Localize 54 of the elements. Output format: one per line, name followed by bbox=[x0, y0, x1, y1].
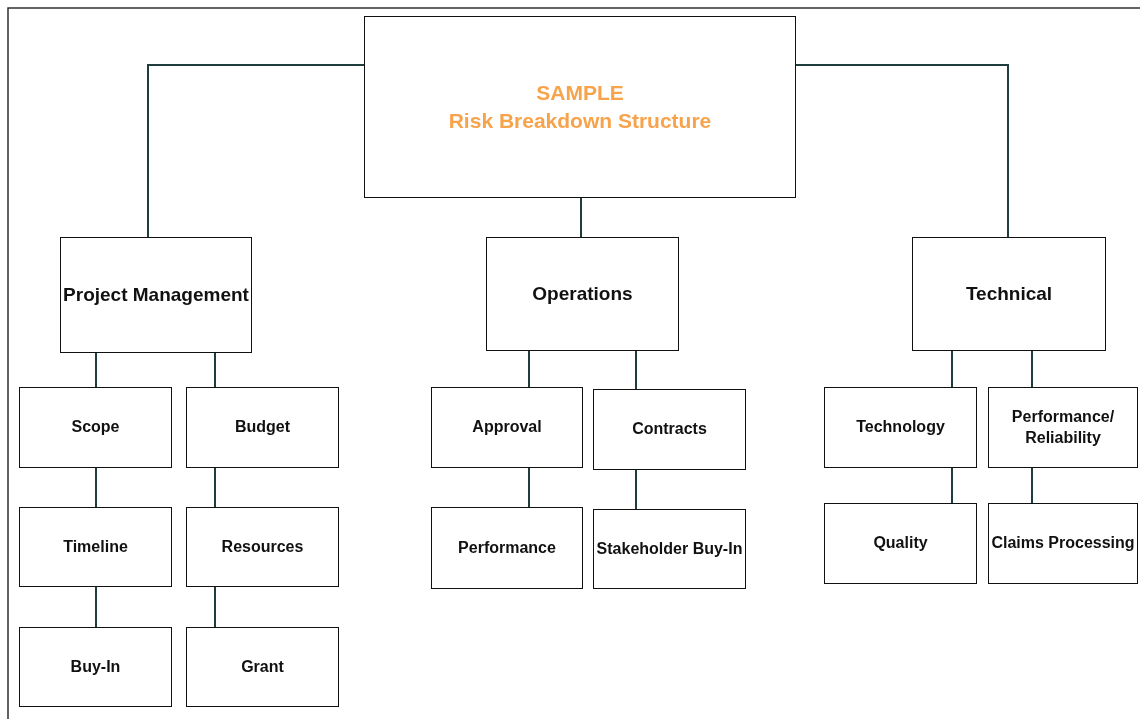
category-label: Quality bbox=[873, 533, 928, 554]
category-box bbox=[593, 389, 746, 470]
category-label: Claims Processing bbox=[991, 533, 1135, 554]
category-box bbox=[186, 387, 339, 468]
connector-line bbox=[635, 469, 637, 510]
category-label: Performance bbox=[458, 537, 556, 558]
title-text: SAMPLE bbox=[536, 79, 624, 106]
connector-line bbox=[214, 467, 216, 508]
category-box bbox=[19, 507, 172, 587]
connector-line bbox=[214, 352, 216, 388]
category-box bbox=[19, 627, 172, 707]
connector-line bbox=[951, 350, 953, 388]
category-box bbox=[824, 387, 977, 468]
connector-line bbox=[528, 350, 530, 388]
category-label: Performance/ Reliability bbox=[1010, 406, 1116, 448]
connector-line bbox=[147, 64, 365, 238]
category-box bbox=[431, 387, 583, 468]
title-box bbox=[364, 16, 796, 198]
category-label: Contracts bbox=[632, 419, 707, 440]
category-box bbox=[912, 237, 1106, 351]
category-box bbox=[988, 503, 1138, 584]
connector-line bbox=[214, 586, 216, 628]
connector-line bbox=[95, 352, 97, 388]
category-box bbox=[988, 387, 1138, 468]
category-label: Approval bbox=[472, 417, 542, 438]
category-label: Resources bbox=[221, 536, 304, 557]
category-box bbox=[593, 509, 746, 589]
category-box bbox=[186, 627, 339, 707]
connector-line bbox=[95, 467, 97, 508]
connector-line bbox=[580, 197, 582, 238]
category-label: Scope bbox=[71, 417, 120, 438]
category-label: Project Management bbox=[63, 282, 249, 307]
category-label: Timeline bbox=[63, 536, 128, 557]
connector-line bbox=[528, 467, 530, 508]
category-label: Budget bbox=[234, 417, 291, 438]
connector-line bbox=[795, 64, 1009, 238]
category-box bbox=[486, 237, 679, 351]
connector-line bbox=[95, 586, 97, 628]
category-label: Stakeholder Buy-In bbox=[596, 538, 743, 559]
category-box bbox=[60, 237, 252, 353]
connector-line bbox=[1031, 467, 1033, 504]
title-text: Risk Breakdown Structure bbox=[448, 108, 712, 134]
category-label: Technical bbox=[965, 281, 1053, 306]
category-box bbox=[19, 387, 172, 468]
category-label: Technology bbox=[856, 417, 945, 438]
category-box bbox=[186, 507, 339, 587]
connector-line bbox=[635, 350, 637, 390]
category-box bbox=[824, 503, 977, 584]
category-label: Operations bbox=[532, 281, 633, 306]
category-label: Buy-In bbox=[70, 656, 121, 677]
category-label: Grant bbox=[241, 656, 284, 677]
category-box bbox=[431, 507, 583, 589]
connector-line bbox=[951, 467, 953, 504]
connector-line bbox=[1031, 350, 1033, 388]
